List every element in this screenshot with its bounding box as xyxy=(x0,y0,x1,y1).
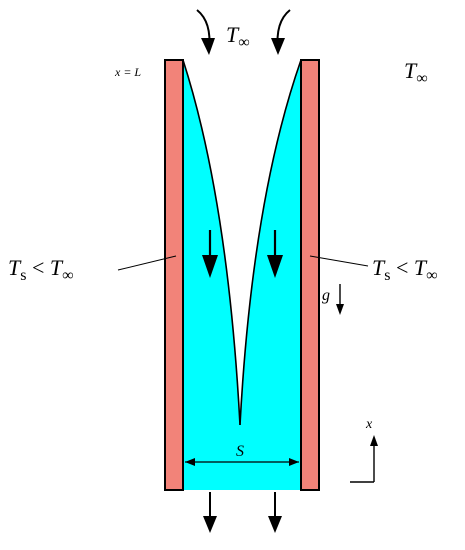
spacing-arrow-right-head xyxy=(289,458,299,466)
right-wall-temperature-label: Ts < T∞ xyxy=(372,255,438,284)
x-axis-arrow-head xyxy=(370,435,378,446)
top-temperature-label: T∞ xyxy=(226,22,250,51)
spacing-arrow-left-head xyxy=(185,458,195,466)
left-plate xyxy=(164,59,184,491)
right-leader-line xyxy=(309,255,369,267)
left-leader-line xyxy=(117,255,177,271)
gravity-arrow-head xyxy=(336,304,344,315)
left-wall-temperature-label: Ts < T∞ xyxy=(8,255,74,284)
inlet-arrow-left-head xyxy=(201,38,215,55)
outlet-arrow-right-head xyxy=(268,516,282,533)
core-region xyxy=(183,60,301,425)
right-plate xyxy=(300,59,320,491)
flow-arrow-right-head xyxy=(267,255,283,278)
ambient-temperature-label: T∞ xyxy=(404,58,428,87)
outlet-arrow-left-head xyxy=(203,516,217,533)
spacing-label: S xyxy=(236,443,244,460)
x-equals-L-label: x = L xyxy=(114,65,141,79)
right-boundary-layer-edge xyxy=(239,59,302,426)
gravity-label: g xyxy=(322,287,330,304)
left-boundary-layer-edge xyxy=(182,59,241,426)
flow-arrow-left-head xyxy=(202,255,218,278)
x-axis-label: x xyxy=(365,417,373,432)
inlet-arrow-right-head xyxy=(271,38,285,55)
